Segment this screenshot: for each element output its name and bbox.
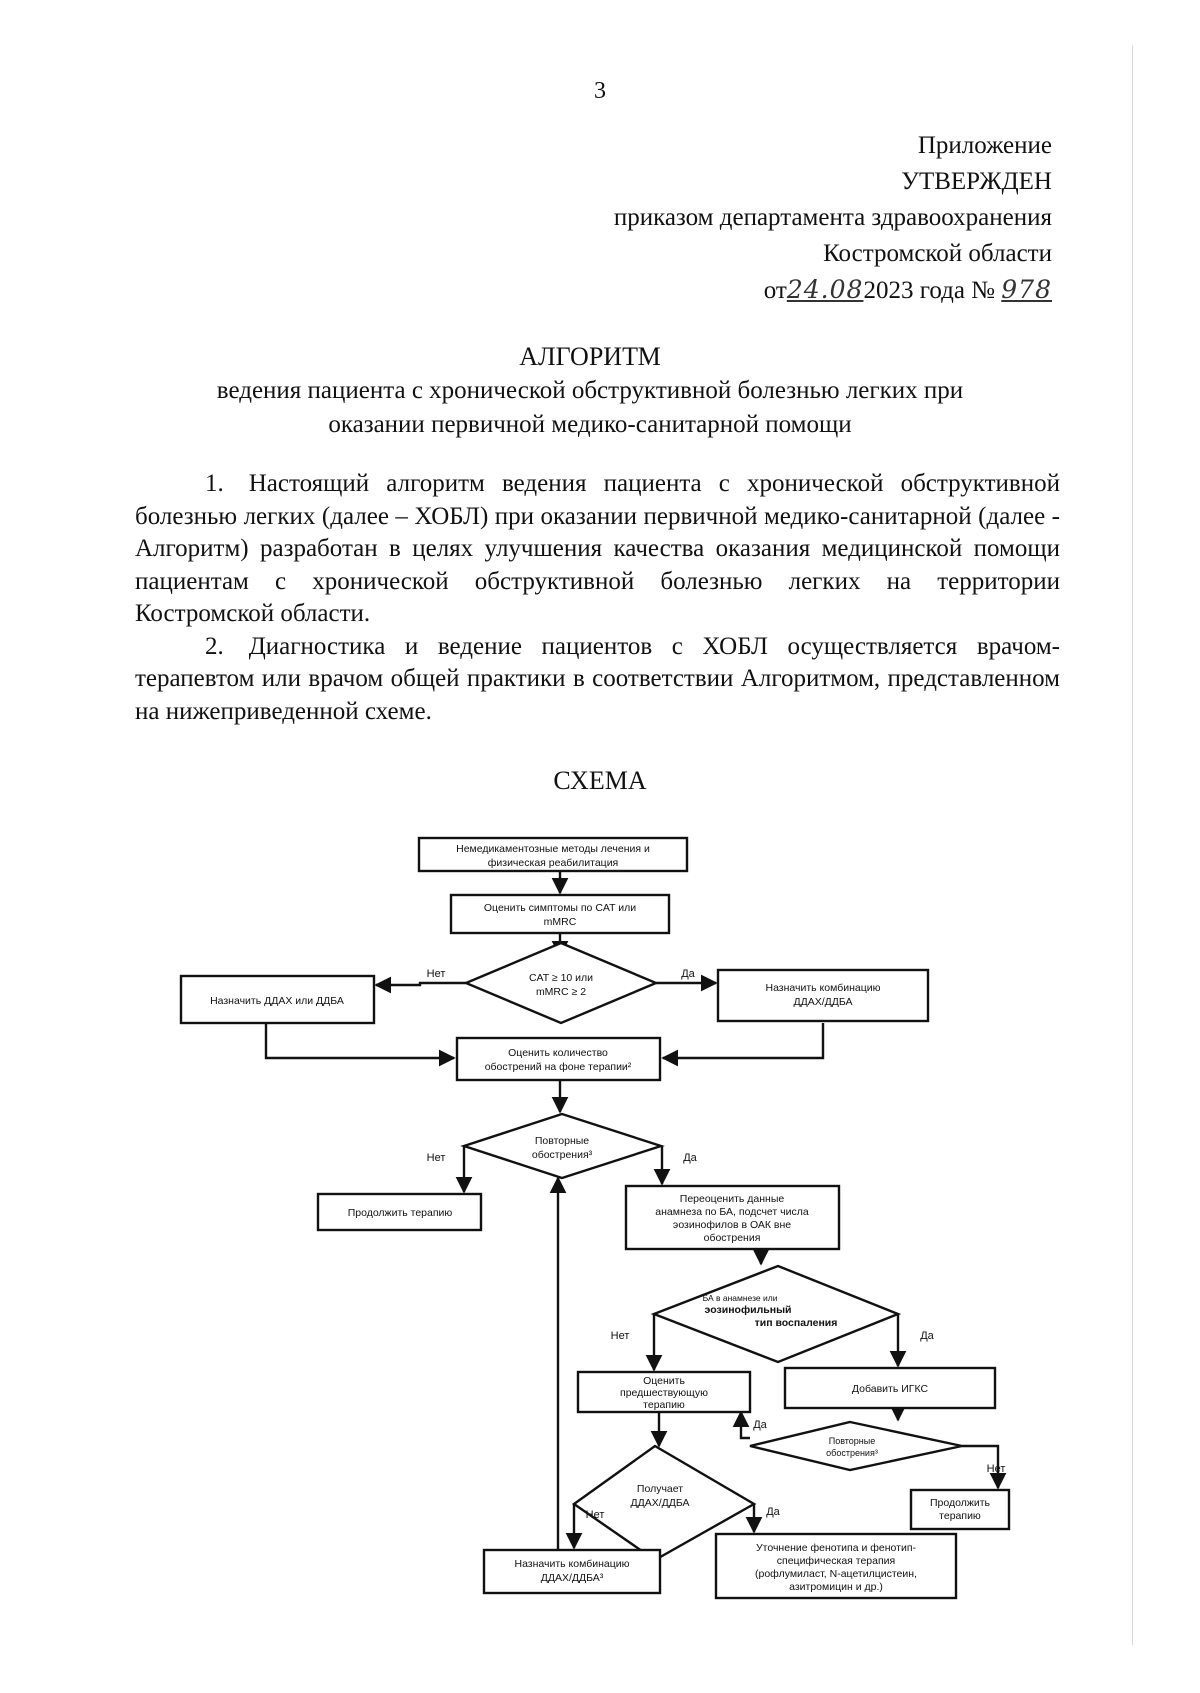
step-assess-symptoms	[449, 893, 671, 935]
decision-cat-mmrc-line2: mMRC ≥ 2	[536, 986, 586, 998]
approval-line-region: Костромской области	[823, 240, 1052, 267]
step-prescribe-ddah-or-ddba	[179, 974, 376, 1025]
decision-asthma-overlay1: эозинофильный	[704, 1304, 791, 1316]
step-phenotype-line3: (рофлумиласт, N-ацетилцистеин,	[755, 1568, 917, 1580]
step-assess-symptoms-line1: Оценить симптомы по CAT или	[484, 902, 636, 914]
step-reevaluate-history-line3: эозинофилов в ОАК вне	[673, 1219, 791, 1231]
body-text: 1. Настоящий алгоритм ведения пациента с…	[135, 468, 1060, 728]
approval-line-approved: УТВЕРЖДЕН	[901, 168, 1052, 195]
step-prescribe-comb2-line1: Назначить комбинацию	[515, 1558, 630, 1570]
label-no-5: Нет	[586, 1509, 605, 1521]
step-prescribe-combination	[716, 968, 930, 1023]
decision-cat-mmrc	[462, 941, 660, 1025]
decision-repeat-2-line2: обострения³	[826, 1448, 878, 1458]
decision-repeat-exacerbations-line2: обострения³	[532, 1149, 593, 1161]
step-phenotype-line2: специфическая терапия	[777, 1555, 895, 1567]
step-assess-exacerbations	[455, 1036, 662, 1082]
paragraph-2: 2. Диагностика и ведение пациентов с ХОБ…	[135, 632, 1060, 725]
label-no-4: Нет	[987, 1463, 1006, 1475]
step-prescribe-combination-line1: Назначить комбинацию	[766, 982, 881, 994]
approval-stamp: Приложение УТВЕРЖДЕН приказом департамен…	[614, 128, 1052, 309]
step-continue-therapy-2	[909, 1488, 1011, 1531]
step-non-drug-rehab	[417, 836, 689, 873]
decision-asthma-overlay2: тип воспаления	[755, 1317, 838, 1329]
step-evaluate-prev-line1: Оценить	[643, 1375, 685, 1387]
step-add-igks-text: Добавить ИГКС	[852, 1383, 929, 1395]
step-reevaluate-history-line4: обострения	[704, 1232, 761, 1244]
approval-line-appendix: Приложение	[917, 132, 1052, 159]
step-continue-therapy-2-line2: терапию	[939, 1510, 981, 1522]
step-continue-therapy-text: Продолжить терапию	[348, 1207, 453, 1219]
step-prescribe-ddah-or-ddba-text: Назначить ДДАХ или ДДБА	[210, 995, 344, 1007]
decision-cat-mmrc-line1: CAT ≥ 10 или	[529, 972, 593, 984]
decision-repeat-exacerbations-line1: Повторные	[535, 1135, 589, 1147]
approval-date-line: от24.082023 года № 978	[614, 272, 1052, 309]
title-line-1: ведения пациента с хронической обструкти…	[216, 377, 964, 404]
step-prescribe-combination-line2: ДДАХ/ДДБА	[793, 996, 852, 1008]
step-non-drug-rehab-line2: физическая реабилитация	[488, 857, 619, 869]
page-number: 3	[594, 78, 606, 104]
title-line-2: оказании первичной медико-санитарной пом…	[328, 411, 852, 438]
label-yes-4: Да	[753, 1419, 767, 1431]
step-evaluate-prev-line3: терапию	[643, 1399, 685, 1411]
step-assess-exacerbations-line1: Оценить количество	[508, 1047, 608, 1059]
paragraph-1: 1. Настоящий алгоритм ведения пациента с…	[135, 470, 1060, 627]
step-reevaluate-history-line1: Переоценить данные	[680, 1193, 785, 1205]
scheme-title: СХЕМА	[553, 766, 647, 795]
label-yes-5: Да	[766, 1506, 780, 1518]
decision-repeat-exacerbations-2	[749, 1420, 963, 1472]
handwritten-date: 24.08	[786, 275, 864, 304]
step-continue-therapy	[316, 1192, 483, 1232]
date-prefix: от	[763, 277, 787, 304]
flow-connectors	[264, 871, 1007, 1553]
handwritten-order-number: 978	[1001, 275, 1052, 304]
document-title: АЛГОРИТМ ведения пациента с хронической …	[130, 340, 1050, 442]
approval-line-order: приказом департамента здравоохранения	[613, 204, 1052, 231]
decision-asthma-line1: БА в анамнезе или	[703, 1293, 778, 1303]
label-no-2: Нет	[427, 1152, 446, 1164]
step-phenotype-line4: азитромицин и др.)	[789, 1581, 883, 1593]
title-heading: АЛГОРИТМ	[519, 342, 661, 371]
step-prescribe-comb2-line2: ДДАХ/ДДБА³	[541, 1572, 604, 1584]
date-suffix: 2023 года №	[863, 277, 996, 304]
step-assess-exacerbations-line2: обострений на фоне терапии²	[485, 1061, 632, 1073]
step-continue-therapy-2-line1: Продолжить	[930, 1497, 991, 1509]
decision-receives-line2: ДДАХ/ДДБА	[630, 1497, 689, 1509]
label-no-1: Нет	[427, 968, 446, 980]
decision-repeat-2-line1: Повторные	[829, 1436, 876, 1446]
step-evaluate-prev-line2: предшествующую	[620, 1387, 708, 1399]
step-prescribe-combination-2	[482, 1548, 662, 1595]
step-reevaluate-history-line2: анамнеза по БА, подсчет числа	[655, 1206, 809, 1218]
decision-receives-line1: Получает	[637, 1483, 683, 1495]
step-evaluate-previous-therapy	[576, 1370, 752, 1414]
step-assess-symptoms-line2: mMRC	[544, 916, 577, 928]
step-non-drug-rehab-line1: Немедикаментозные методы лечения и	[456, 843, 650, 855]
step-reevaluate-history	[624, 1184, 841, 1251]
label-no-3: Нет	[611, 1330, 630, 1342]
page-edge-rule	[1132, 45, 1133, 1645]
decision-asthma-eosinophilic	[650, 1264, 902, 1364]
step-phenotype-therapy	[714, 1532, 958, 1600]
label-yes-2: Да	[683, 1152, 697, 1164]
step-add-igks	[783, 1366, 997, 1410]
step-phenotype-line1: Уточнение фенотипа и фенотип-	[756, 1542, 917, 1554]
label-yes-1: Да	[681, 968, 695, 980]
decision-repeat-exacerbations	[460, 1112, 665, 1180]
label-yes-3: Да	[920, 1330, 934, 1342]
